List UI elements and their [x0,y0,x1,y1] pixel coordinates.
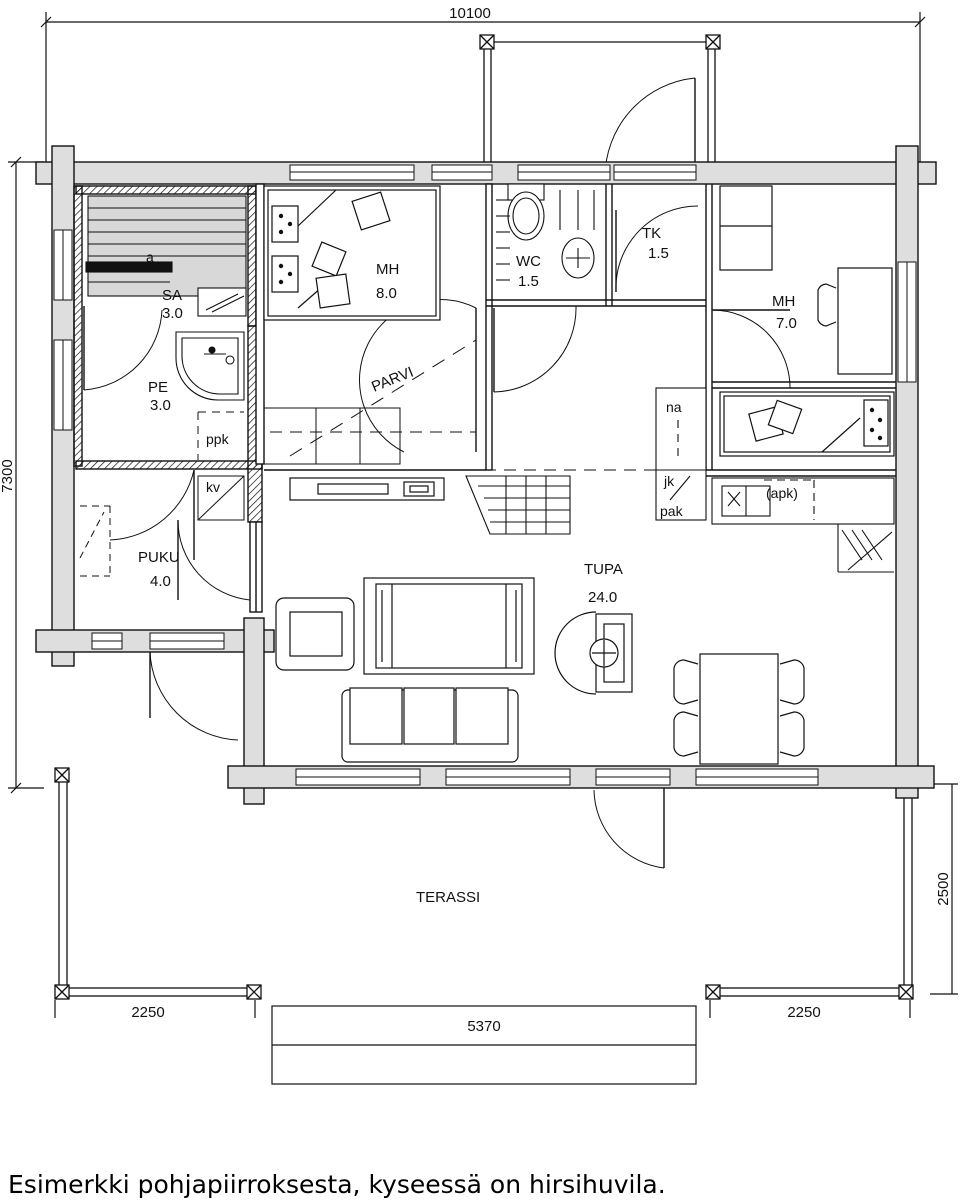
room-labels: SA 3.0 PE 3.0 PUKU 4.0 MH 8.0 WC 1.5 TK … [138,225,797,906]
room-puku-area: 4.0 [150,573,171,590]
kitchen-units [655,387,895,573]
room-tk-area: 1.5 [648,245,669,262]
dim-bottom-middle: 5370 [467,1018,500,1035]
room-terassi-name: TERASSI [416,889,480,906]
bedroom-2-furniture [719,185,895,457]
label-apk: (apk) [766,485,798,501]
room-puku-name: PUKU [138,549,180,566]
dim-left-height: 7300 [0,459,16,492]
label-jk: jk [663,473,675,489]
room-sa-name: SA [162,287,182,304]
label-ppk: ppk [206,431,230,447]
staircase [264,469,656,535]
fixture-labels: ppk kv na jk pak (apk) [206,399,798,519]
room-pe-area: 3.0 [150,397,171,414]
dimension-lines [8,12,958,1085]
room-wc-name: WC [516,253,541,270]
living-room-furniture [275,477,805,765]
shower-fixture [175,331,245,401]
room-pe-name: PE [148,379,168,396]
utility-boxes [79,411,245,577]
doors [83,205,791,869]
dim-bottom-left: 2250 [131,1004,164,1021]
label-kv: kv [206,479,220,495]
room-mh2-area: 7.0 [776,315,797,332]
label-na: na [666,399,682,415]
sauna-benches [85,195,247,317]
parvi-shelving [263,339,477,465]
sauna-bench-mark: a [146,249,154,265]
floor-plan: 10100 7300 2500 2250 5370 2250 [0,5,958,1085]
room-wc-area: 1.5 [518,273,539,290]
label-pak: pak [660,503,684,519]
terrace-outline [54,767,914,1000]
room-mh1-name: MH [376,261,399,278]
room-parvi-name: PARVI [369,364,416,396]
interior-walls [73,183,896,613]
room-tupa-name: TUPA [584,561,623,578]
dim-right-terrace-depth: 2500 [935,872,952,905]
room-sa-area: 3.0 [162,305,183,322]
entrance-porch [479,34,721,179]
room-mh1-area: 8.0 [376,285,397,302]
windows [53,164,917,786]
room-mh2-name: MH [772,293,795,310]
dim-top-width: 10100 [449,5,491,22]
room-tupa-area: 24.0 [588,589,617,606]
figure-caption: Esimerkki pohjapiirroksesta, kyseessä on… [8,1170,666,1199]
bedroom-1-furniture [263,185,441,321]
wc-fixtures [496,183,595,281]
dim-bottom-right: 2250 [787,1004,820,1021]
room-tk-name: TK [642,225,661,242]
